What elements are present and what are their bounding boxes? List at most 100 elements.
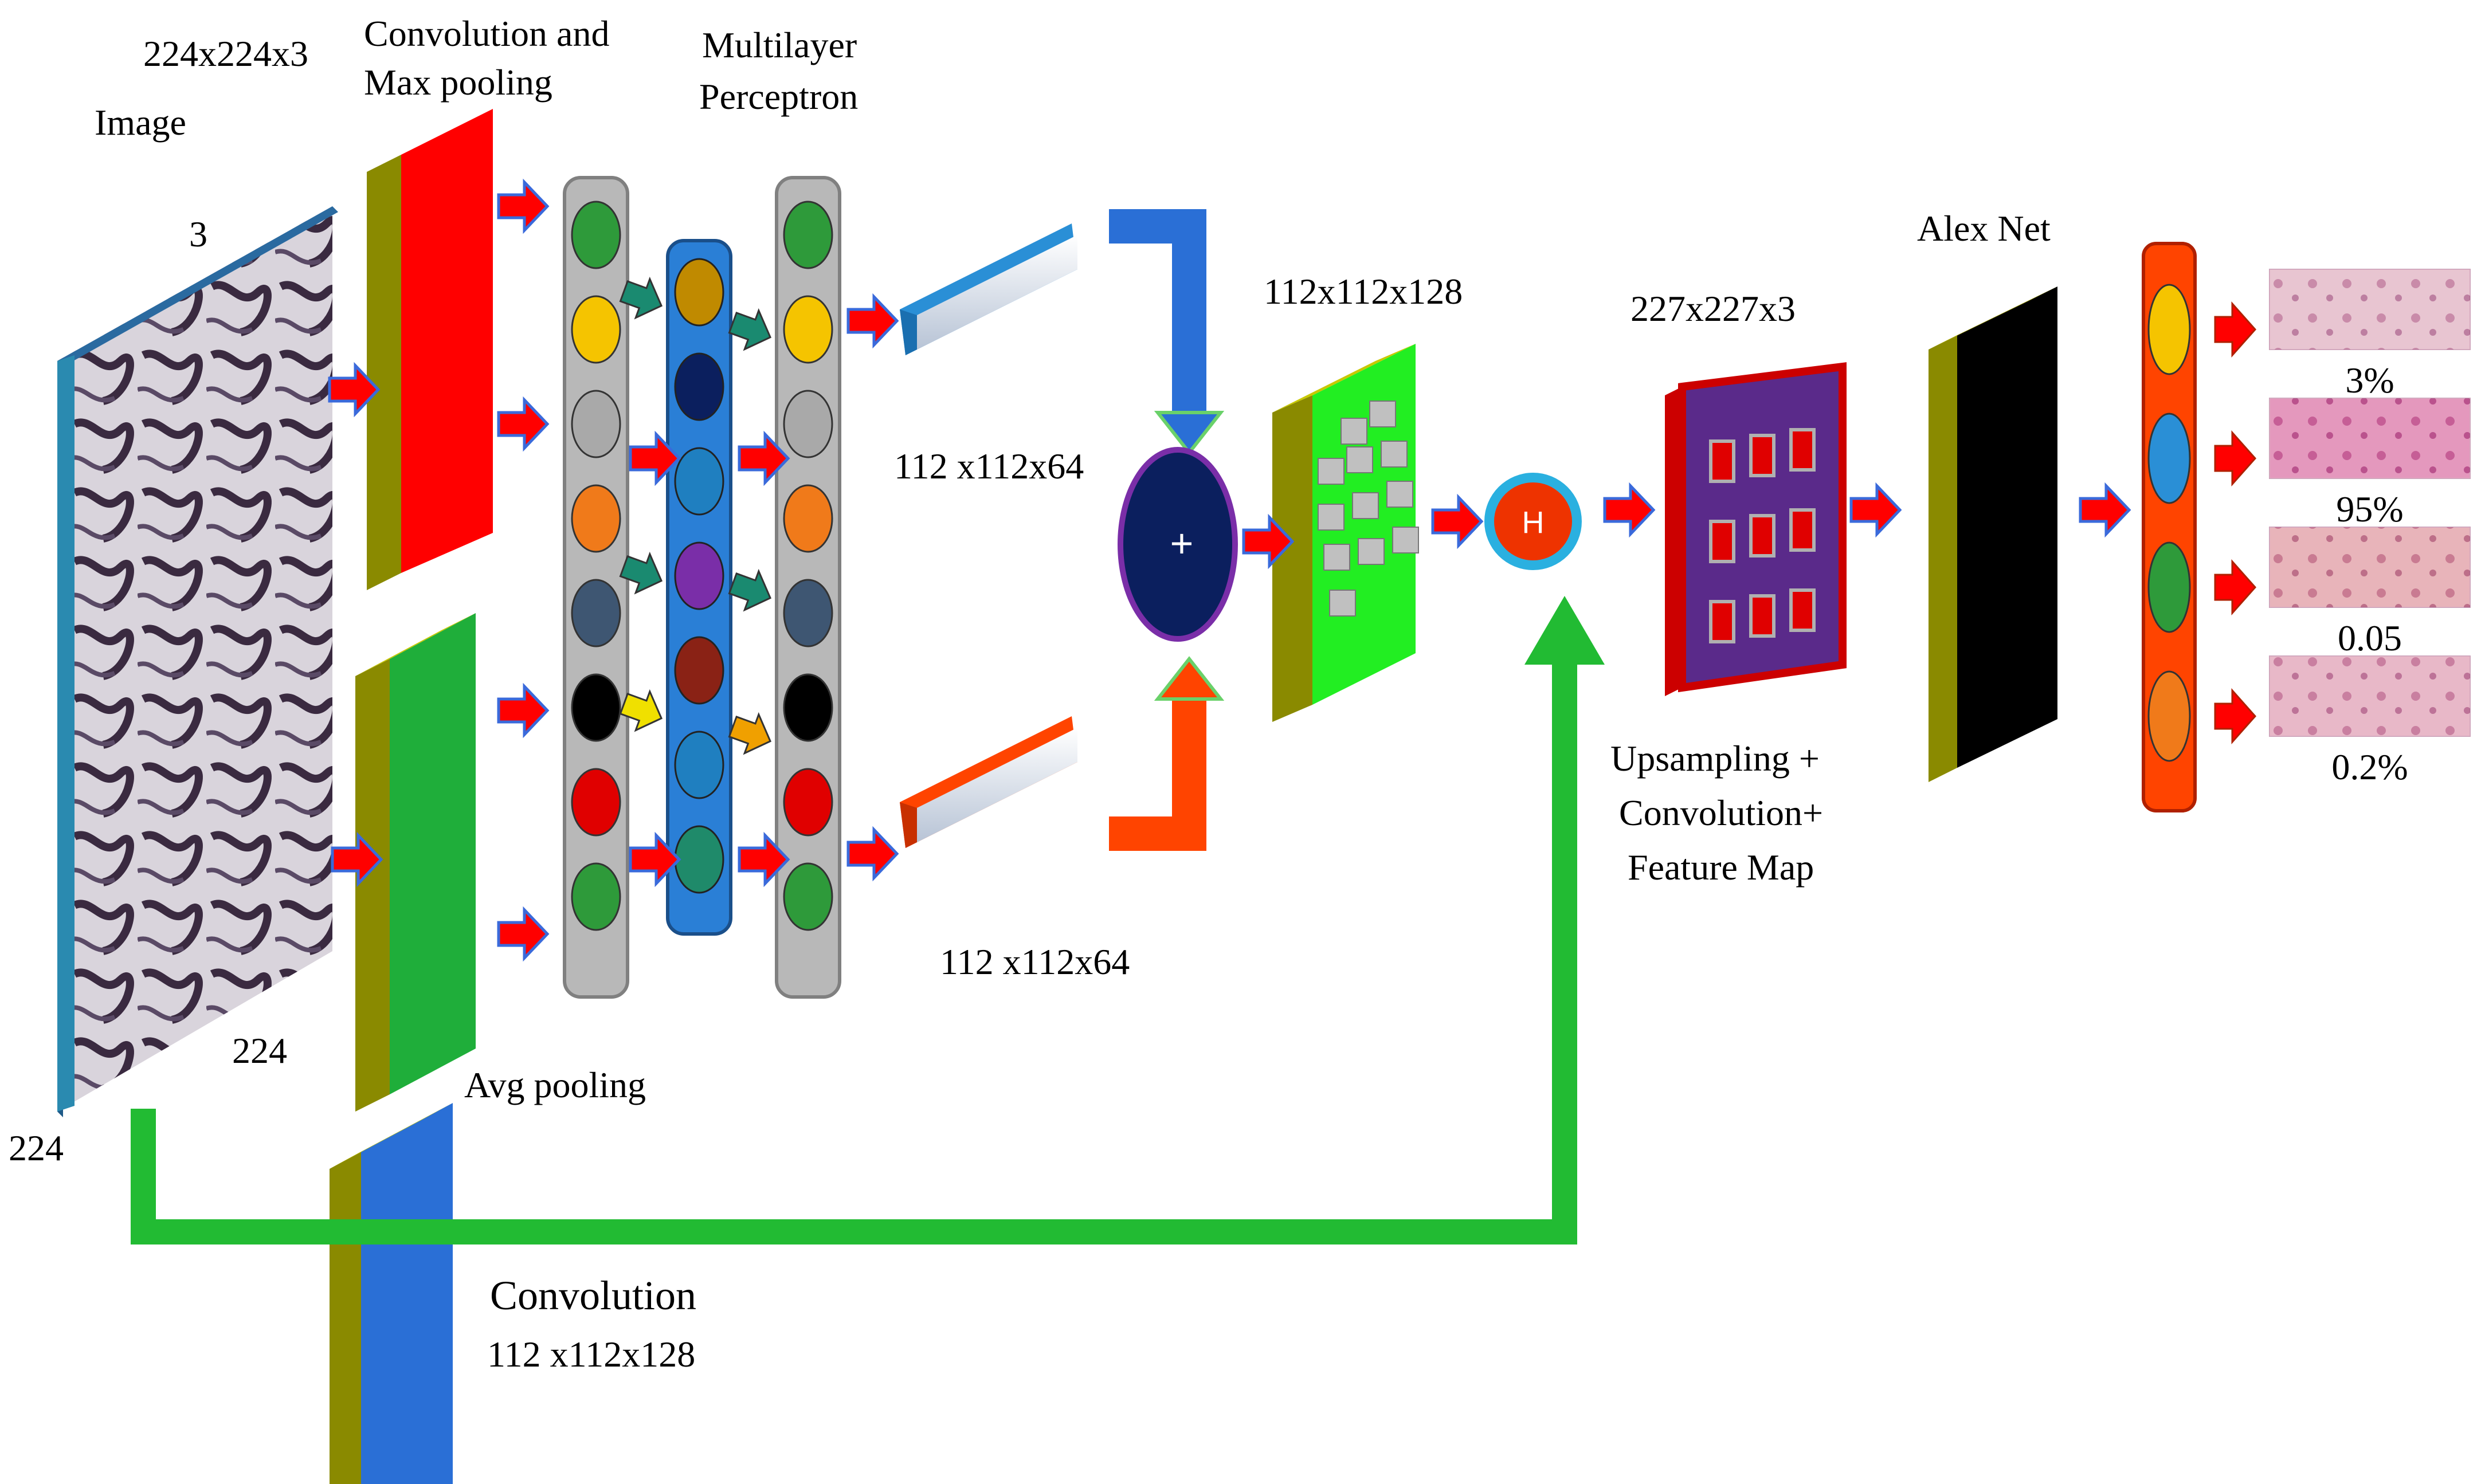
flow-arrow — [497, 178, 550, 234]
mlp-node-left — [571, 673, 621, 742]
input-image-slab — [57, 206, 338, 1117]
lower-branch-dims-label: 112 x112x64 — [940, 941, 1130, 982]
mlp-connection-arrow — [728, 308, 772, 351]
mlp-node-right — [783, 862, 833, 931]
flow-arrow — [2079, 482, 2131, 538]
convolution-skip-block — [330, 1103, 453, 1484]
output-node — [2147, 413, 2191, 504]
flow-arrow — [328, 362, 381, 418]
histology-thumbnail-texture — [2270, 656, 2470, 736]
sum-symbol: + — [1170, 521, 1194, 566]
flow-arrow — [497, 682, 550, 739]
output-arrow — [2214, 559, 2257, 615]
flow-arrow — [629, 430, 681, 486]
output-node — [2147, 541, 2191, 633]
conv-maxpool-label-line1: Convolution and — [364, 13, 609, 54]
lower-branch-bar — [900, 716, 1077, 848]
mlp-node-right — [783, 390, 833, 458]
flow-arrow — [1242, 513, 1295, 570]
output-probability-label: 0.05 — [2338, 618, 2402, 658]
sum-node: + — [1118, 447, 1238, 642]
lower-elbow-arrow — [1109, 656, 1225, 851]
mlp-node-right — [783, 484, 833, 553]
output-probability-label: 3% — [2345, 360, 2394, 401]
flow-arrow — [846, 826, 899, 882]
mlp-node-left — [571, 201, 621, 269]
height-label: 224 — [232, 1030, 287, 1071]
h-node: H — [1484, 473, 1582, 570]
flow-arrow — [629, 831, 681, 888]
mlp-node-middle — [674, 541, 724, 610]
mlp-node-middle — [674, 447, 724, 516]
flow-arrow — [846, 293, 899, 349]
upsample-label-line1: Upsampling + — [1610, 738, 1820, 779]
mlp-node-middle — [674, 636, 724, 705]
mlp-node-right — [783, 295, 833, 364]
avg-pooling-label: Avg pooling — [464, 1065, 646, 1105]
mlp-node-left — [571, 768, 621, 837]
flow-arrow — [331, 831, 383, 888]
mlp-connection-arrow — [619, 276, 663, 320]
mlp-connection-arrow — [619, 689, 663, 732]
image-label: Image — [95, 102, 186, 143]
mlp-node-left — [571, 295, 621, 364]
output-column — [2142, 242, 2197, 812]
output-arrow — [2214, 430, 2257, 486]
depth-label: 3 — [189, 214, 207, 254]
merged-feature-block — [1272, 344, 1419, 722]
upsample-dims-label: 227x227x3 — [1630, 288, 1796, 329]
mlp-connection-arrow — [728, 568, 772, 612]
convolution-label: Convolution — [490, 1273, 696, 1318]
upsample-label-line3: Feature Map — [1628, 847, 1814, 888]
flow-arrow — [1849, 482, 1902, 538]
flow-arrow — [738, 831, 790, 888]
histology-thumbnail-texture — [2270, 527, 2470, 607]
merged-dims-label: 112x112x128 — [1264, 271, 1463, 312]
mlp-node-left — [571, 862, 621, 931]
mlp-label-line1: Multilayer — [702, 25, 857, 65]
upsample-label-line2: Convolution+ — [1619, 792, 1823, 833]
flow-arrow — [738, 430, 790, 486]
histology-thumbnail-texture — [2270, 269, 2470, 350]
output-probability-label: 0.2% — [2331, 747, 2408, 787]
mlp-node-left — [571, 390, 621, 458]
mlp-node-right — [783, 579, 833, 647]
maxpool-block — [367, 109, 493, 590]
flow-arrow — [497, 906, 550, 962]
upper-branch-dims-label: 112 x112x64 — [894, 446, 1084, 486]
mlp-connection-arrow — [619, 551, 663, 595]
upsampling-block — [1665, 362, 1847, 696]
avgpool-block — [355, 613, 476, 1112]
alexnet-block — [1929, 286, 2057, 782]
mlp-node-right — [783, 673, 833, 742]
output-arrow — [2214, 688, 2257, 744]
mlp-node-right — [783, 201, 833, 269]
mlp-node-left — [571, 484, 621, 553]
upper-elbow-arrow — [1109, 209, 1225, 456]
mlp-connection-arrow — [728, 712, 772, 755]
flow-arrow — [497, 396, 550, 452]
alexnet-label: Alex Net — [1917, 208, 2051, 249]
flow-arrow — [1603, 482, 1656, 538]
upper-branch-bar — [900, 223, 1077, 355]
output-arrow — [2214, 301, 2257, 358]
mlp-node-middle — [674, 258, 724, 327]
input-dims-label: 224x224x3 — [143, 33, 308, 74]
h-symbol: H — [1522, 505, 1545, 540]
flow-arrow — [1431, 493, 1484, 549]
mlp-label-line2: Perceptron — [699, 76, 858, 117]
output-probability-label: 95% — [2336, 489, 2403, 529]
mlp-node-middle — [674, 825, 724, 894]
conv-maxpool-label-line2: Max pooling — [364, 62, 552, 103]
convolution-dims-label: 112 x112x128 — [487, 1334, 695, 1375]
output-node — [2147, 284, 2191, 375]
skip-connection-line — [131, 596, 1605, 1244]
mlp-node-middle — [674, 352, 724, 421]
output-node — [2147, 670, 2191, 762]
mlp-node-left — [571, 579, 621, 647]
histology-thumbnail-texture — [2270, 398, 2470, 478]
mlp-node-right — [783, 768, 833, 837]
width-label: 224 — [9, 1128, 64, 1168]
